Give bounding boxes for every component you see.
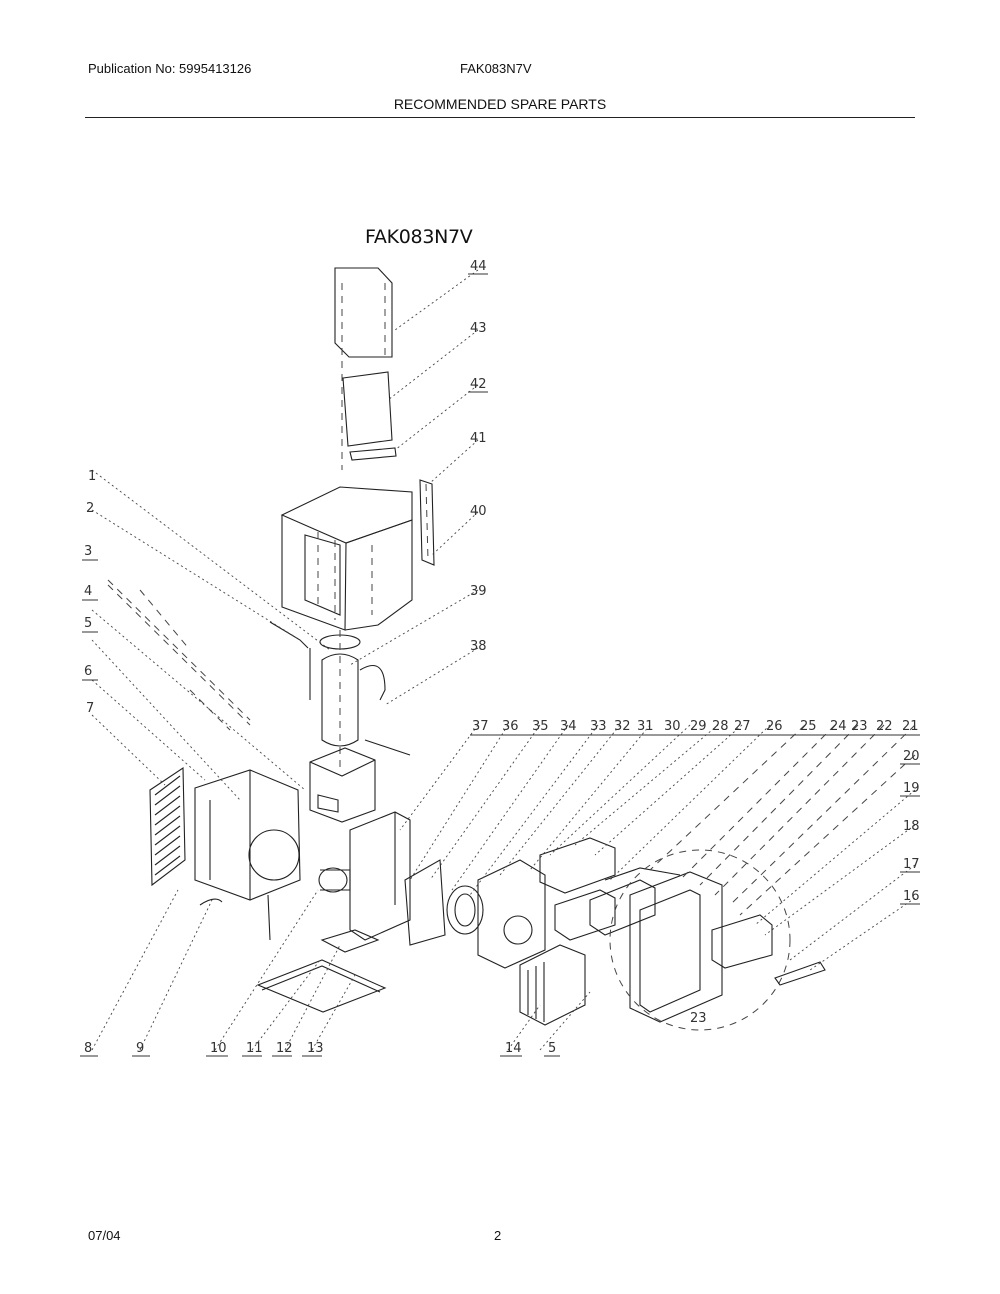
front-panel (604, 849, 791, 1031)
base-tray (309, 747, 376, 823)
callout-6: 6 (84, 664, 92, 679)
callout-4: 4 (84, 584, 92, 599)
callout-28: 28 (712, 719, 729, 734)
callout-1: 1 (88, 469, 96, 484)
callout-23: 23 (851, 719, 868, 734)
callout-2: 2 (86, 501, 94, 516)
callout-31: 31 (637, 719, 654, 734)
callout-30: 30 (664, 719, 681, 734)
callout-37: 37 (472, 719, 489, 734)
control-box (539, 837, 656, 941)
callout-43: 43 (470, 321, 487, 336)
callout-29: 29 (690, 719, 707, 734)
callout-14: 14 (505, 1041, 522, 1056)
callout-44: 44 (470, 259, 487, 274)
publication-number: Publication No: 5995413126 (88, 61, 252, 76)
control-panel (711, 914, 826, 986)
callout-33: 33 (590, 719, 607, 734)
callout-41: 41 (470, 431, 487, 446)
callout-36: 36 (502, 719, 519, 734)
callout-labels: 44 43 42 41 40 39 38 1 2 3 4 5 6 7 37 36… (80, 259, 920, 1057)
callout-3: 3 (84, 544, 92, 559)
drain-pan (256, 929, 387, 1013)
callout-19: 19 (903, 781, 920, 796)
filter-panel-44 (334, 267, 393, 470)
callout-32: 32 (614, 719, 631, 734)
callout-34: 34 (560, 719, 577, 734)
callout-10: 10 (210, 1041, 227, 1056)
callout-26: 26 (766, 719, 783, 734)
callout-17: 17 (903, 857, 920, 872)
header-divider (85, 117, 915, 118)
evaporator-coil (519, 944, 586, 1026)
callout-7: 7 (86, 701, 94, 716)
callout-21: 21 (902, 719, 919, 734)
leader-lines (91, 269, 916, 1051)
callout-35: 35 (532, 719, 549, 734)
rail-42 (349, 447, 397, 461)
partition-panel (349, 811, 446, 946)
compressor (269, 621, 411, 770)
callout-16: 16 (903, 889, 920, 904)
blower-wheel (446, 885, 484, 935)
callout-11: 11 (246, 1041, 263, 1056)
callout-23-lower: 23 (690, 1011, 707, 1026)
cabinet-top (280, 486, 413, 631)
callout-27: 27 (734, 719, 751, 734)
fan-housing (194, 769, 301, 941)
filter-panel-43 (342, 371, 393, 447)
fan-motor (318, 867, 351, 893)
callout-5-lower: 5 (548, 1041, 556, 1056)
scroll-housing (477, 859, 546, 969)
model-number: FAK083N7V (460, 61, 532, 76)
callout-8: 8 (84, 1041, 92, 1056)
callout-20: 20 (903, 749, 920, 764)
front-grille (149, 766, 186, 887)
callout-42: 42 (470, 377, 487, 392)
callout-18: 18 (903, 819, 920, 834)
callout-40: 40 (470, 504, 487, 519)
page-number: 2 (494, 1228, 502, 1243)
callout-22: 22 (876, 719, 893, 734)
callout-9: 9 (136, 1041, 144, 1056)
callout-39: 39 (470, 584, 487, 599)
side-panel-41 (419, 479, 435, 566)
callout-25: 25 (800, 719, 817, 734)
callout-5: 5 (84, 616, 92, 631)
diagram-title: FAK083N7V (365, 226, 473, 248)
callout-24: 24 (830, 719, 847, 734)
callout-38: 38 (470, 639, 487, 654)
callout-13: 13 (307, 1041, 324, 1056)
callout-12: 12 (276, 1041, 293, 1056)
section-title: RECOMMENDED SPARE PARTS (393, 96, 607, 112)
footer-date: 07/04 (88, 1228, 121, 1243)
